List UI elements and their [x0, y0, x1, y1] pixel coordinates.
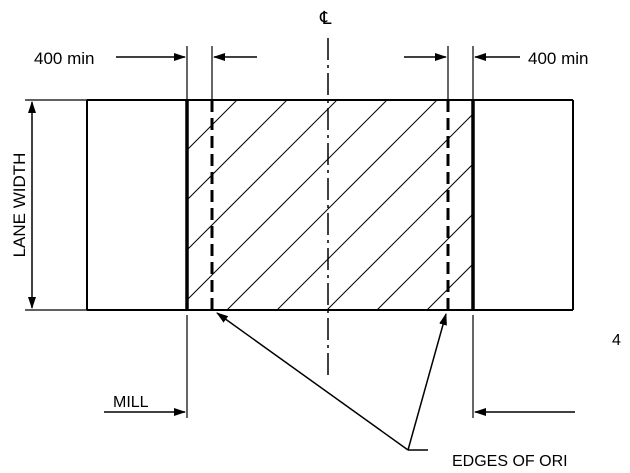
extension-lines-top: [186, 46, 474, 100]
edges-leader-left: [216, 312, 409, 451]
lane-outline: [86, 99, 574, 311]
lane-width-extension-lines: [25, 99, 87, 311]
extension-lines-bottom: [186, 315, 474, 418]
hatched-milled-area: [187, 100, 473, 310]
left-dimension-label: 400 min: [34, 49, 94, 68]
right-dimension-label: 400 min: [528, 49, 588, 68]
centerline-symbol: ℄: [319, 8, 332, 29]
edges-leader-right: [407, 313, 447, 451]
cut-right-label: 4: [612, 332, 621, 349]
edges-label: EDGES OF ORI: [452, 453, 568, 470]
lane-width-label: LANE WIDTH: [10, 153, 29, 258]
mill-label: MILL: [113, 394, 149, 411]
